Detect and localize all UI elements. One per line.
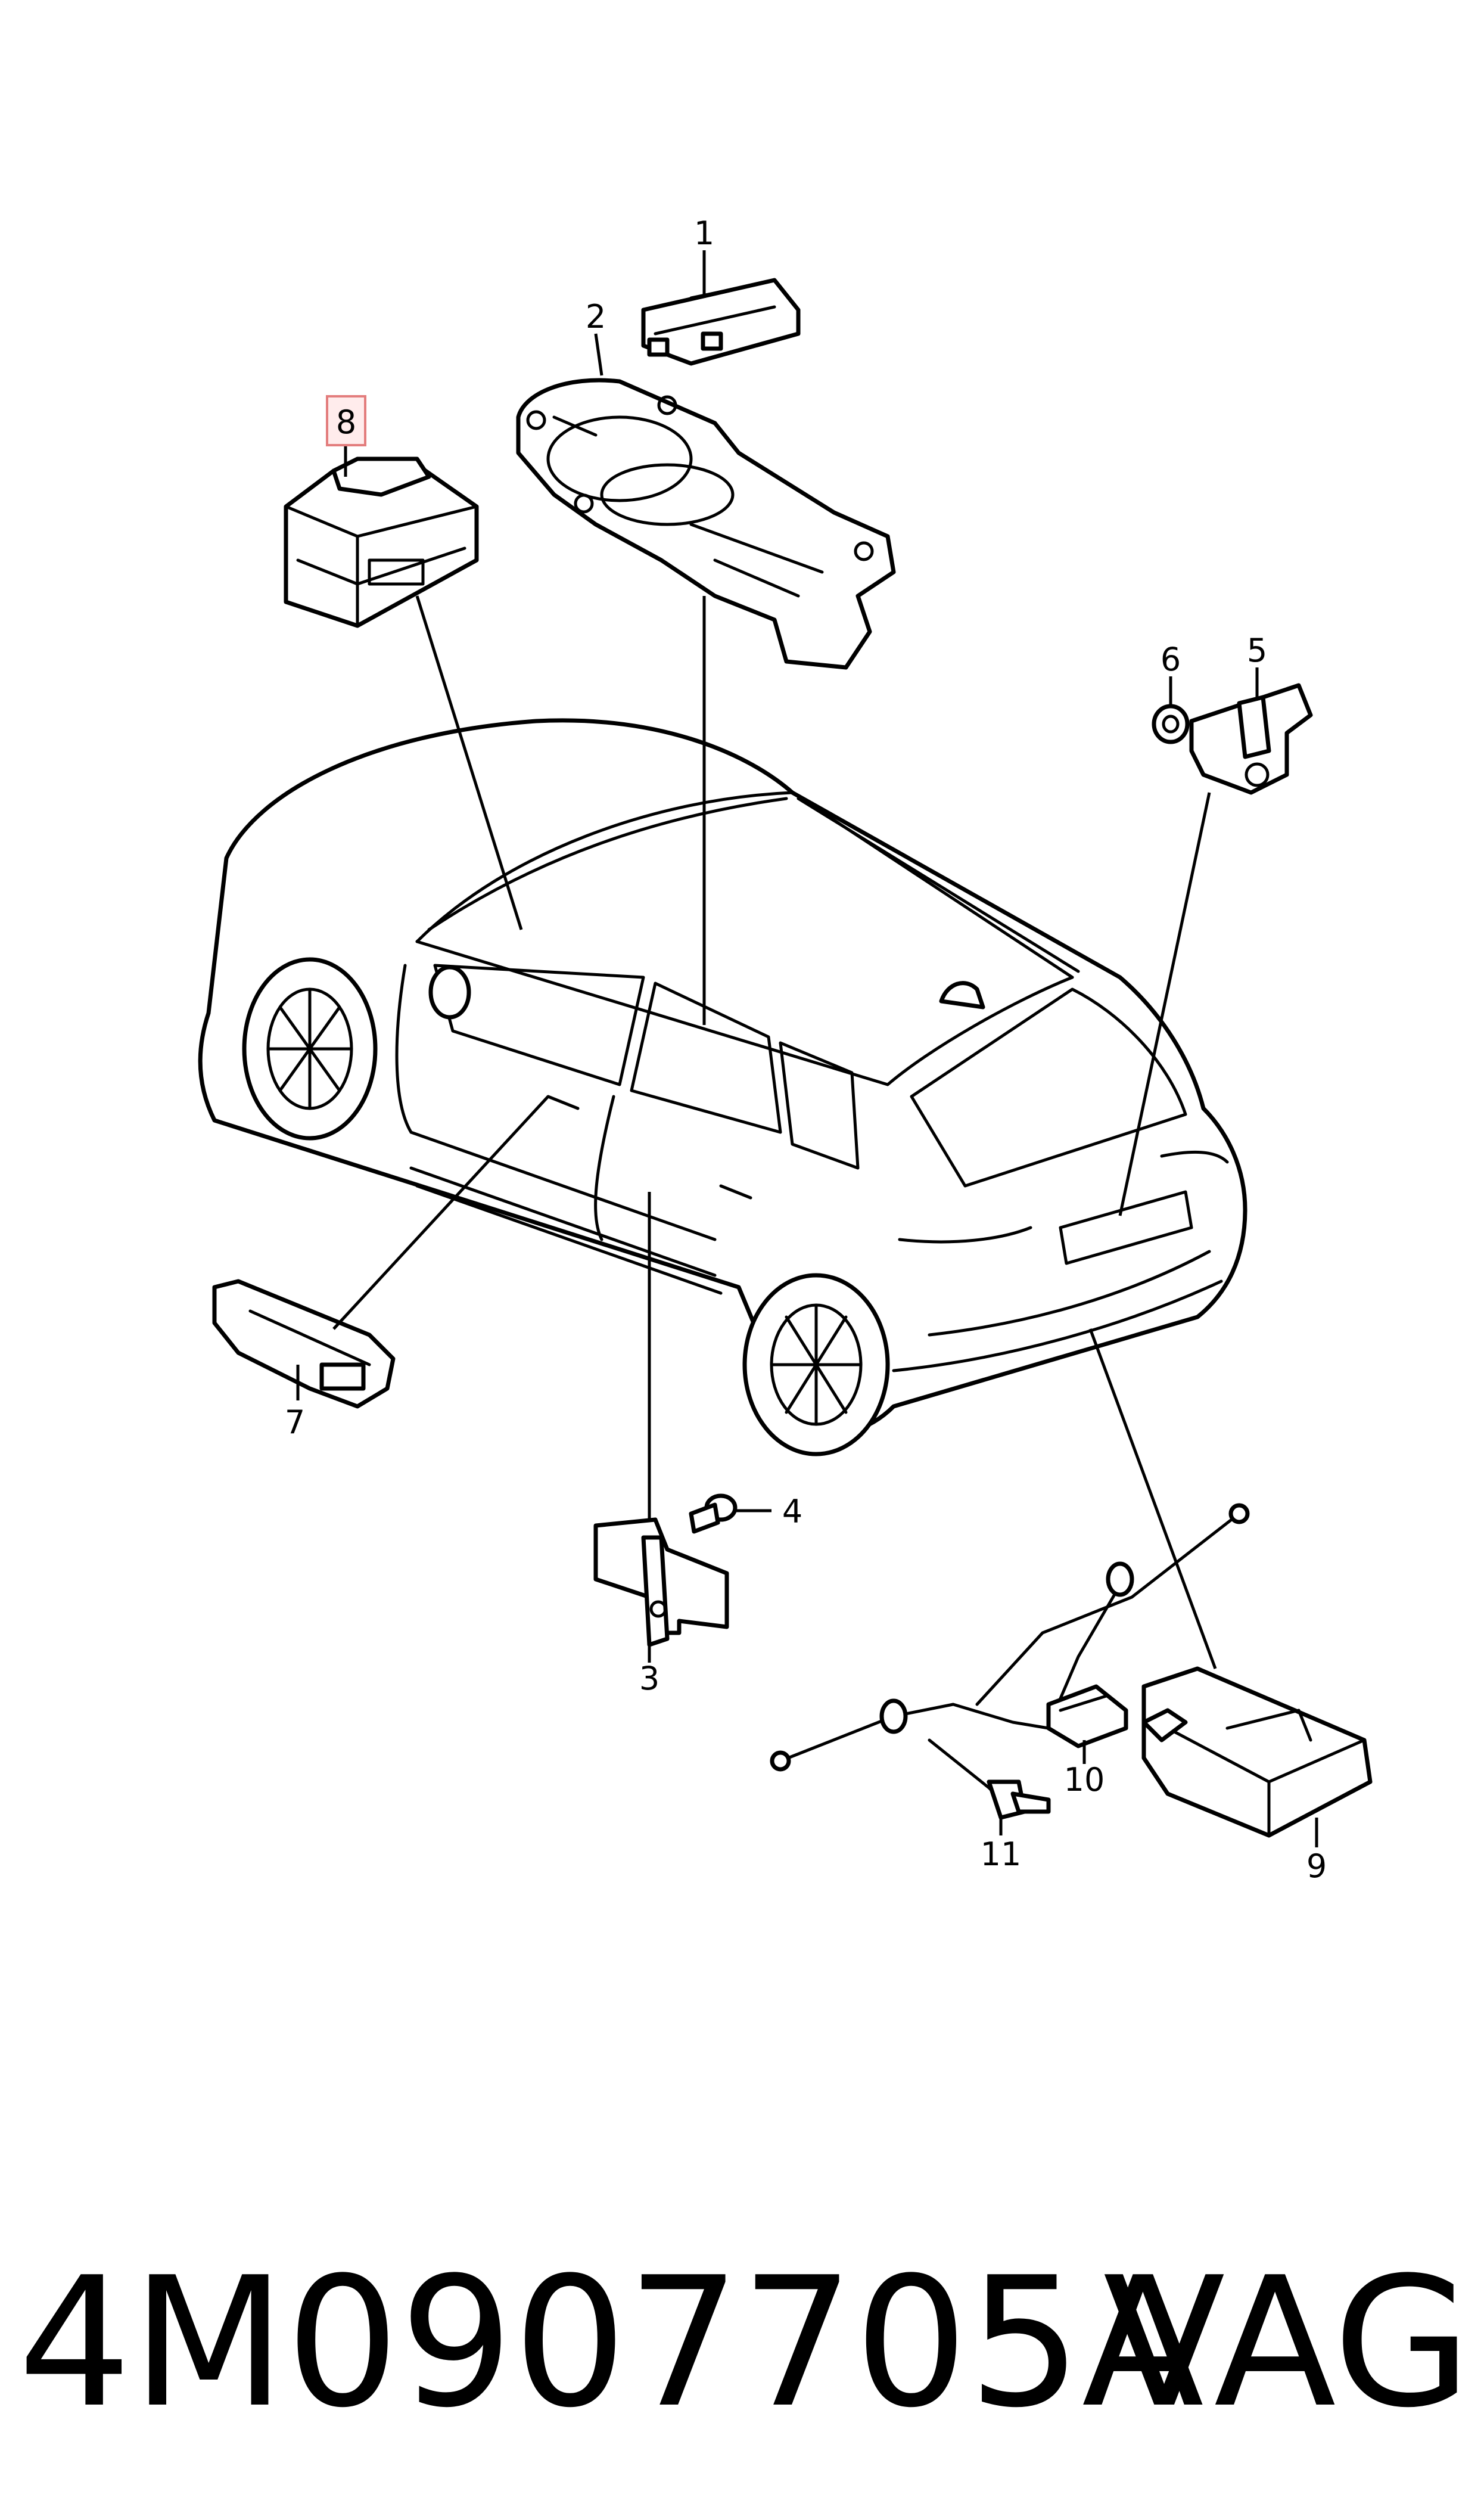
wiring-harness xyxy=(770,1503,1250,1772)
callout-10: 10 xyxy=(1064,1761,1105,1799)
callout-labels: 1 2 3 4 5 6 7 8 9 10 11 xyxy=(285,215,1327,1885)
callout-8-highlight-box xyxy=(326,395,366,446)
leader-lines xyxy=(296,250,1318,1847)
callout-11: 11 xyxy=(981,1835,1022,1873)
part-6-nut xyxy=(1152,704,1190,744)
part-3-bracket xyxy=(593,1517,729,1647)
callout-2: 2 xyxy=(586,298,606,336)
callout-8: 8 xyxy=(336,403,356,441)
part-7-door-sensor xyxy=(212,1279,396,1409)
vehicle-outline xyxy=(198,718,1247,1456)
callout-1: 1 xyxy=(694,215,714,252)
callout-5: 5 xyxy=(1247,632,1267,669)
callout-9: 9 xyxy=(1306,1847,1327,1885)
callout-3: 3 xyxy=(639,1660,659,1697)
callout-4: 4 xyxy=(782,1493,802,1530)
callout-6: 6 xyxy=(1161,641,1181,678)
part-number: 4M0907705A xyxy=(18,2239,1205,2447)
part-1-control-unit xyxy=(641,278,801,366)
part-8-control-module xyxy=(284,456,479,628)
footer: 4M0907705A VAG xyxy=(18,2239,1471,2447)
part-4-screw xyxy=(689,1493,738,1534)
part-9-control-unit xyxy=(1141,1666,1373,1838)
part-11-cable-tie xyxy=(928,1738,1051,1820)
part-5-sensor xyxy=(1189,683,1313,795)
callout-7: 7 xyxy=(285,1403,305,1441)
part-10-connector xyxy=(1046,1684,1128,1748)
part-2-mounting-bracket xyxy=(516,378,896,670)
brand-label: VAG xyxy=(1103,2239,1471,2447)
